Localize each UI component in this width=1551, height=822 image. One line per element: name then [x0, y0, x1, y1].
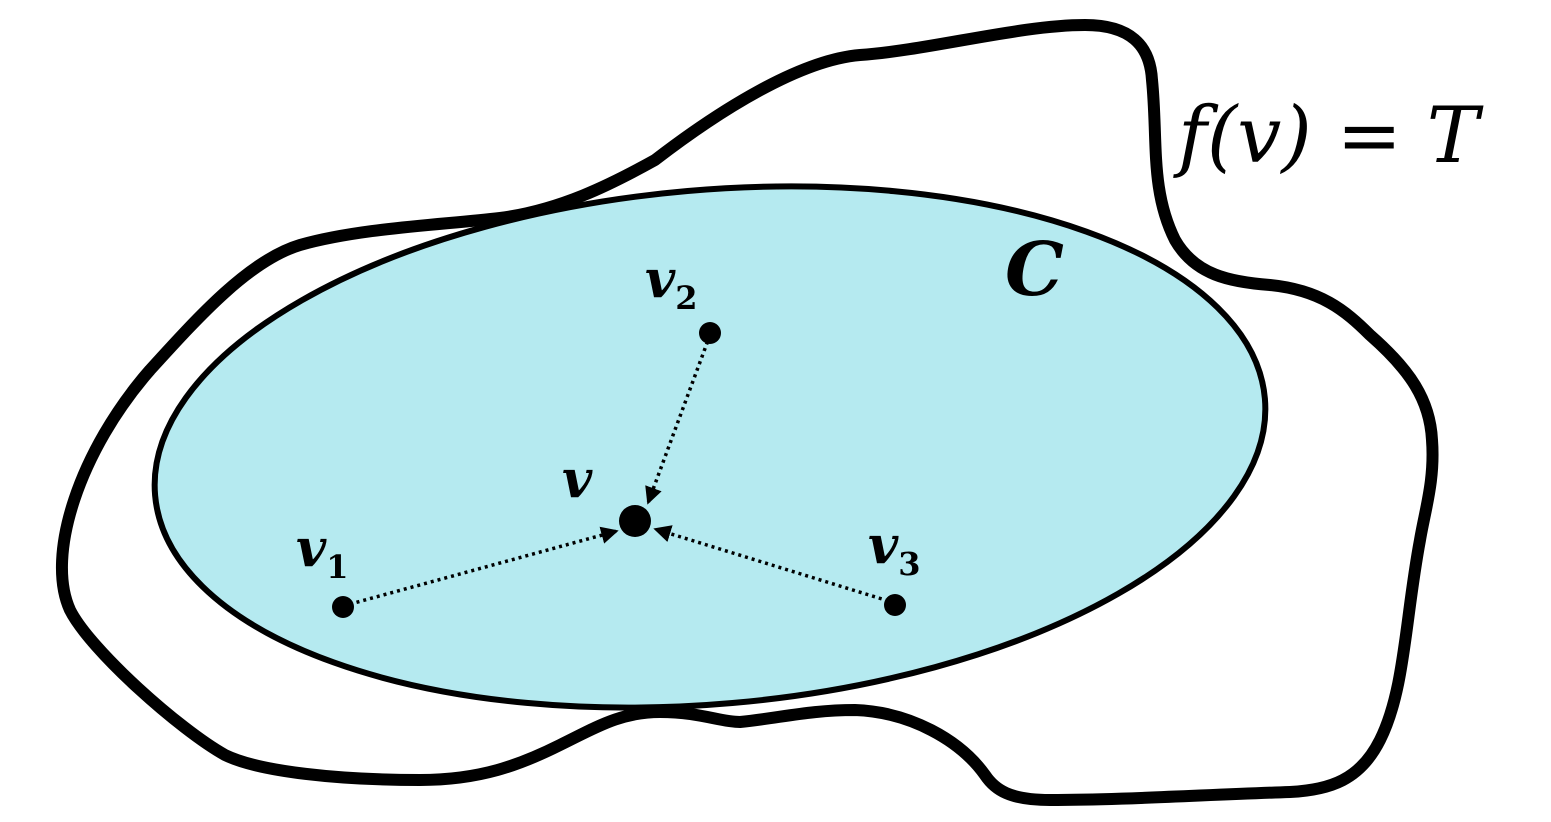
edge-v2-to-v	[645, 334, 712, 505]
region-c-ellipse	[151, 183, 1269, 711]
vertex-v3	[884, 594, 906, 616]
label-region-c: C	[1005, 227, 1064, 313]
label-v2: v2	[645, 249, 697, 317]
label-v: v	[562, 449, 593, 510]
vertex-v2	[699, 322, 721, 344]
label-v1: v1	[296, 518, 348, 586]
edge-v1-to-v	[342, 526, 619, 608]
label-mapping: f(v) = T	[1173, 91, 1484, 181]
vertex-v1	[332, 596, 354, 618]
outer-blob-region	[55, 19, 1439, 806]
label-v3: v3	[868, 515, 920, 583]
vertex-v	[619, 505, 651, 537]
